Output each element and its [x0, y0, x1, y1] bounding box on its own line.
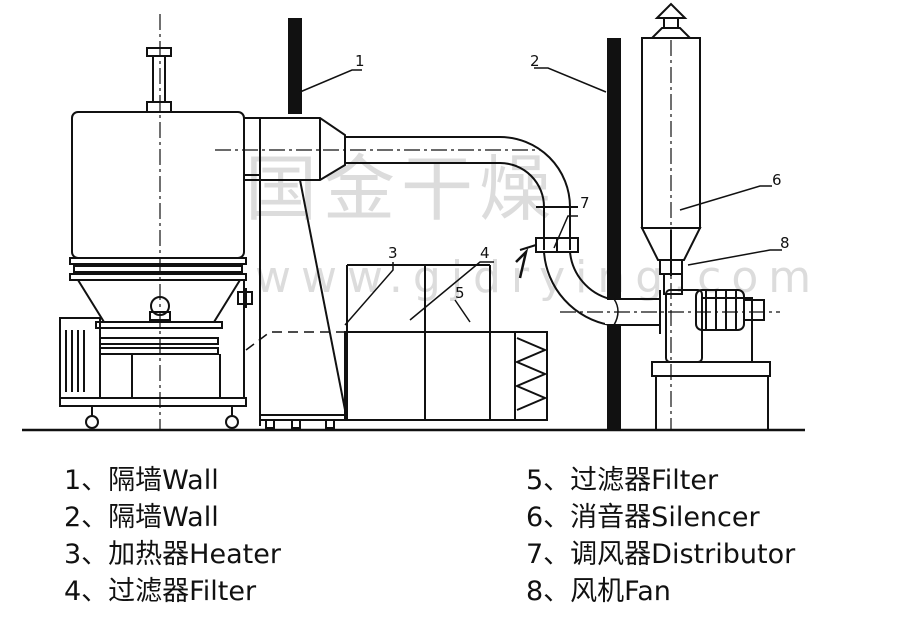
- callout-leaders: [299, 67, 782, 326]
- legend-right: 5、过滤器Filter 6、消音器Silencer 7、调风器Distribut…: [526, 462, 795, 610]
- heater-filter-box: [344, 264, 548, 421]
- legend-item: 3、加热器Heater: [64, 539, 281, 570]
- legend-item: 2、隔墙Wall: [64, 502, 219, 533]
- lower-duct: [543, 251, 661, 334]
- legend-item: 6、消音器Silencer: [526, 502, 760, 533]
- callout-2: 2: [530, 52, 540, 70]
- callout-4: 4: [480, 244, 490, 262]
- legend-item: 1、隔墙Wall: [64, 465, 219, 496]
- top-duct: [345, 136, 578, 250]
- callout-6: 6: [772, 171, 782, 189]
- air-path-dashed: [245, 331, 360, 351]
- legend-item: 5、过滤器Filter: [526, 465, 719, 496]
- fan: [651, 273, 771, 431]
- callout-8: 8: [780, 234, 790, 252]
- heater-enclosure: [244, 117, 348, 429]
- callout-3: 3: [388, 244, 398, 262]
- wall-2: [607, 38, 621, 430]
- equipment-diagram: 1 2 3 4 5 6 7 8: [22, 2, 805, 432]
- callout-1: 1: [355, 52, 365, 70]
- distributor-valve: [515, 237, 579, 279]
- wall-1: [288, 18, 302, 114]
- legend-item: 7、调风器Distributor: [526, 539, 796, 570]
- callout-7: 7: [580, 194, 590, 212]
- legend-left: 1、隔墙Wall 2、隔墙Wall 3、加热器Heater 4、过滤器Filte…: [64, 462, 281, 610]
- legend-item: 8、风机Fan: [526, 576, 671, 607]
- callout-5: 5: [455, 284, 465, 302]
- legend-item: 4、过滤器Filter: [64, 576, 257, 607]
